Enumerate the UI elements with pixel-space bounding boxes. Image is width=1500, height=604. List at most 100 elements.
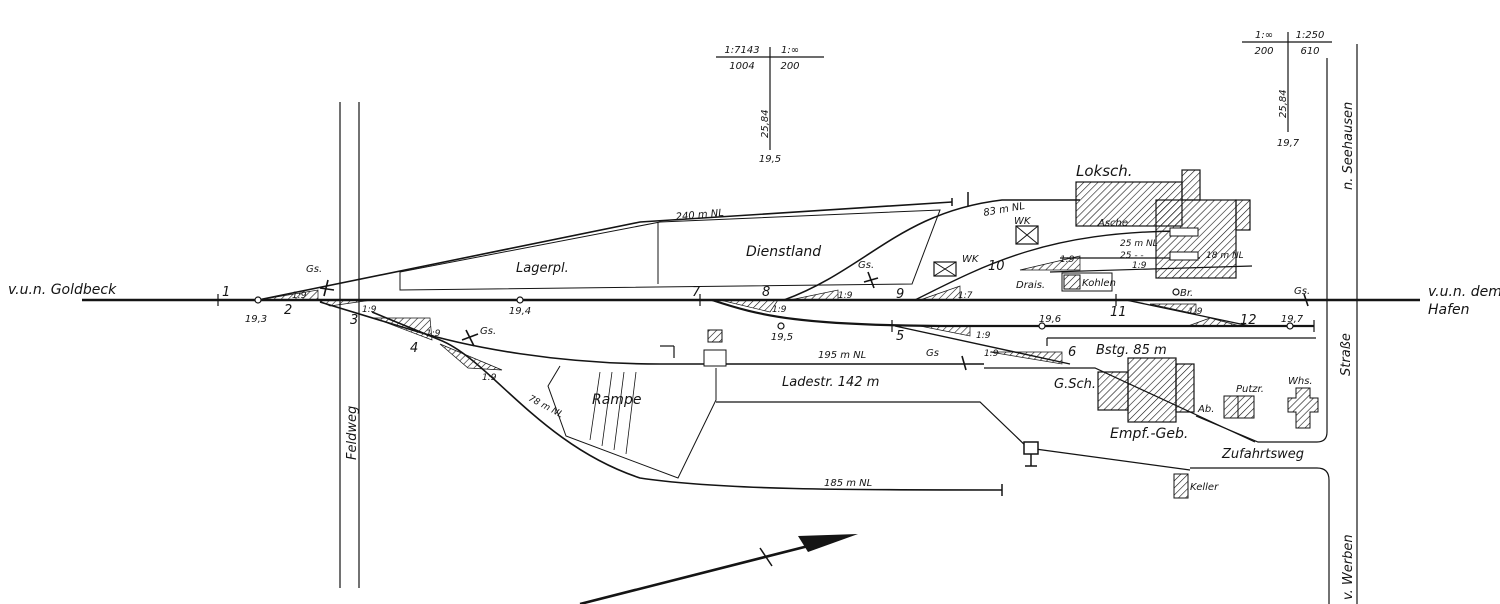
pump-building <box>1023 441 1039 455</box>
kohlen-frame <box>1061 272 1113 292</box>
switch-1: 1 <box>222 285 230 300</box>
gradient-1-right-top: 1:∞ <box>781 45 799 56</box>
switch-6: 6 <box>1068 345 1076 360</box>
gradient-2-right-top: 1:250 <box>1296 30 1325 41</box>
track-240-label: 240 m NL <box>675 208 724 223</box>
east-direction-top: v.u.n. dem <box>1428 284 1500 300</box>
area-outlines <box>399 209 941 479</box>
gs-signals <box>319 271 1309 371</box>
km-19-6: 19,6 <box>1039 314 1061 325</box>
drais-label: Drais. <box>1016 280 1045 291</box>
track-185-label: 185 m NL <box>824 478 872 489</box>
wk1-label: WK <box>1014 216 1032 227</box>
wasserkran-1 <box>1015 225 1039 245</box>
switch-3: 3 <box>350 313 358 328</box>
scale-building <box>703 349 727 367</box>
gradient-2-right-bottom: 610 <box>1300 46 1319 57</box>
kohlen-label: Kohlen <box>1082 278 1116 289</box>
switch-ticks <box>217 294 1315 358</box>
gueterschuppen-building <box>1097 371 1129 411</box>
crane-building <box>707 329 723 343</box>
lokschuppen-building <box>1075 169 1251 279</box>
km-circles <box>254 288 1294 330</box>
north-arrow <box>579 534 858 604</box>
gradient-2-left-top: 1:∞ <box>1255 30 1273 41</box>
gueterschuppen-label: G.Sch. <box>1054 377 1096 392</box>
zufahrtsweg-label: Zufahrtsweg <box>1221 447 1304 462</box>
dienstland-label: Dienstland <box>746 244 821 260</box>
km-19-5: 19,5 <box>771 332 793 343</box>
wasserkran-2 <box>933 261 957 277</box>
empfangsgebaeude-building <box>1127 357 1177 423</box>
ratio-4: 1:9 <box>482 373 497 383</box>
ratio-1: 1:9 <box>292 291 307 301</box>
switch-5: 5 <box>896 329 904 344</box>
gradient-marker-1: 1:7143 1004 1:∞ 200 25,84 19,5 <box>716 45 824 165</box>
lagerplatz-label: Lagerpl. <box>516 261 569 276</box>
switch-10: 10 <box>988 259 1005 274</box>
switch-12: 12 <box>1240 313 1257 328</box>
empfangsgebaeude-label: Empf.-Geb. <box>1110 426 1188 442</box>
putzraum-building <box>1237 395 1255 419</box>
track-195-label: 195 m NL <box>818 350 866 361</box>
feldweg-road <box>339 102 360 588</box>
gradient-1-left-bottom: 1004 <box>729 61 754 72</box>
track-25a-label: 25 m NL <box>1120 239 1158 249</box>
rampe-label: Rampe <box>592 392 641 408</box>
gs-label-4: Gs <box>926 348 939 359</box>
bahnsteig-label: Bstg. 85 m <box>1096 343 1167 358</box>
km-19-4: 19,4 <box>509 306 531 317</box>
gs-label-1: Gs. <box>306 264 322 275</box>
wk2-label: WK <box>962 254 980 265</box>
km-19-7: 19,7 <box>1281 314 1304 325</box>
km-19-3: 19,3 <box>245 314 267 325</box>
keller-label: Keller <box>1190 482 1219 493</box>
feldweg-label: Feldweg <box>345 406 360 460</box>
bruecke-label: Br. <box>1180 288 1193 299</box>
track-78-label: 78 m NL <box>527 394 565 421</box>
strasse-label: Straße <box>1339 333 1354 376</box>
putzraum-label: Putzr. <box>1236 384 1264 395</box>
gradient-1-km: 19,5 <box>759 154 781 165</box>
gradient-1-elevation: 25,84 <box>760 109 771 138</box>
wohnhaus-label: Whs. <box>1288 376 1313 387</box>
buildings <box>703 169 1319 499</box>
abort-building <box>1223 395 1239 419</box>
gradient-marker-2: 1:∞ 200 1:250 610 25,84 19,7 <box>1242 30 1332 149</box>
ladestrasse-label: Ladestr. 142 m <box>782 375 879 390</box>
north-road-label: n. Seehausen <box>1341 102 1356 190</box>
switch-7: 7 <box>692 285 701 300</box>
gradient-2-left-bottom: 200 <box>1254 46 1273 57</box>
wohnhaus-building <box>1287 387 1319 429</box>
switch-8: 8 <box>762 285 770 300</box>
east-direction-bottom: Hafen <box>1428 302 1470 318</box>
gradient-2-elevation: 25,84 <box>1278 89 1289 118</box>
access-road <box>716 367 1256 471</box>
ratio-7: 1:9 <box>1060 255 1075 265</box>
ratio-9: 1:9 <box>976 331 991 341</box>
gs-label-2: Gs. <box>858 260 874 271</box>
lokschuppen-label: Loksch. <box>1076 162 1133 180</box>
switch-4: 4 <box>410 341 418 356</box>
ratio-8: 1:9 <box>1132 261 1147 271</box>
gs-label-5: Gs. <box>1294 286 1310 297</box>
ratio-2: 1:9 <box>362 305 377 315</box>
keller-building <box>1173 473 1189 499</box>
gradient-2-km: 19,7 <box>1277 138 1300 149</box>
ratio-5: 1:9 <box>772 305 787 315</box>
switch-wedges <box>257 255 1241 371</box>
switch-2: 2 <box>284 303 292 318</box>
track-25b-label: 25 - - <box>1120 251 1144 261</box>
west-direction: v.u.n. Goldbeck <box>8 282 117 298</box>
ratio-3: 1:9 <box>426 329 441 339</box>
gradient-1-right-bottom: 200 <box>780 61 799 72</box>
ratio-6: 1:9 <box>838 291 853 301</box>
ratio-12: 1:7 <box>958 291 973 301</box>
ratio-11: 1:9 <box>1188 307 1203 317</box>
asche-label: Asche <box>1097 218 1128 229</box>
south-road-label: v. Werben <box>1341 534 1356 600</box>
empfangsgebaeude-wing <box>1175 363 1195 413</box>
switch-11: 11 <box>1110 305 1127 320</box>
ratio-10: 1:9 <box>984 349 999 359</box>
